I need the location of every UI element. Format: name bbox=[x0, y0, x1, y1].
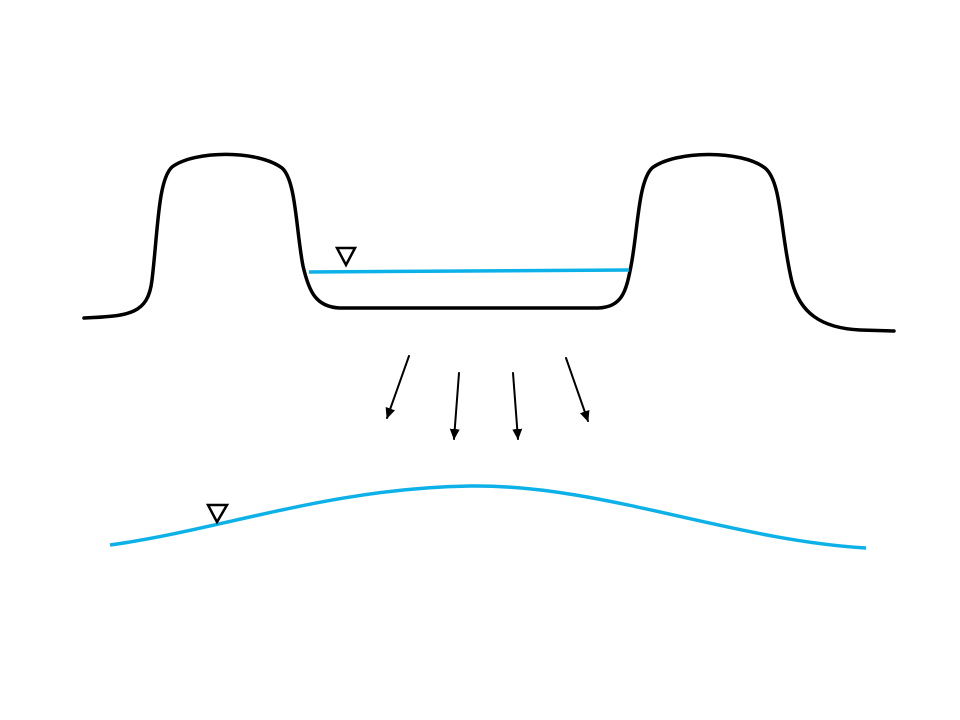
water-level-triangle-icon bbox=[205, 503, 230, 525]
seepage-arrow bbox=[385, 355, 410, 419]
seepage-arrow bbox=[565, 357, 590, 422]
seepage-arrows bbox=[385, 355, 590, 440]
seepage-arrow bbox=[512, 372, 523, 440]
groundwater-table bbox=[109, 484, 867, 550]
seepage-arrow bbox=[449, 372, 460, 440]
water-level-triangle-icon bbox=[334, 246, 358, 268]
ground-profile bbox=[82, 152, 896, 333]
channel-water-surface bbox=[308, 268, 630, 274]
